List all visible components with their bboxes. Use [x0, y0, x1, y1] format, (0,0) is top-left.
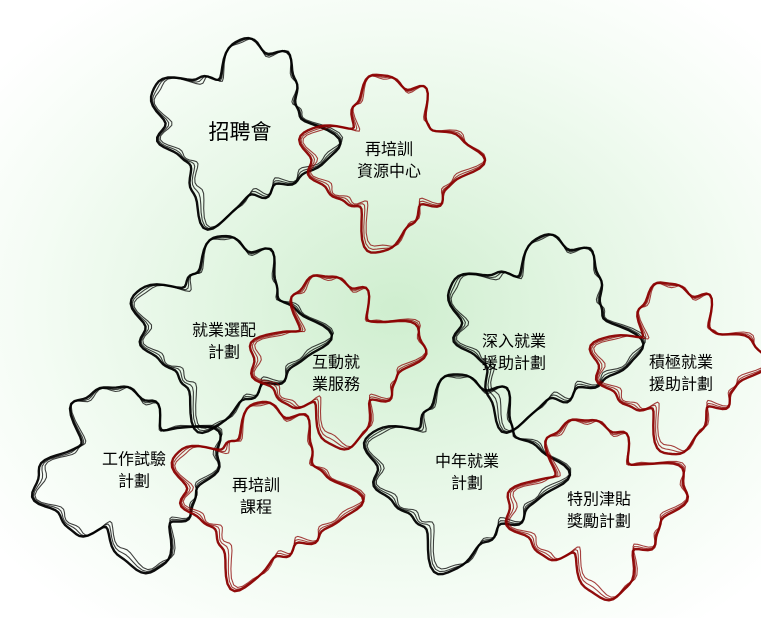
piece-outline-stroke — [248, 274, 428, 451]
piece-outline-stroke — [591, 282, 761, 453]
piece-outline-stroke — [300, 75, 486, 250]
piece-outline-stroke — [30, 385, 222, 575]
puzzle-piece-zhaopinhui — [149, 36, 344, 231]
piece-outline-stroke — [366, 375, 572, 570]
piece-outline-stroke — [153, 38, 344, 228]
puzzle-piece-shenru-jiuye — [446, 233, 646, 434]
puzzle-piece-jiji-jiuye — [588, 281, 761, 456]
piece-outline-stroke — [449, 234, 645, 433]
piece-outline-stroke — [129, 234, 333, 435]
puzzle-piece-jiuye-xuanpei — [129, 234, 335, 435]
puzzle-piece-zaipeixun-kecheng — [170, 400, 366, 593]
piece-outline-stroke — [298, 73, 487, 254]
puzzle-piece-hudong-jiuye — [248, 274, 428, 451]
piece-outline-stroke — [133, 237, 335, 429]
piece-outline-stroke — [302, 75, 487, 247]
piece-outline-stroke — [508, 420, 688, 598]
piece-outline-stroke — [251, 275, 427, 449]
piece-outline-stroke — [450, 234, 646, 432]
piece-outline-stroke — [365, 375, 571, 573]
piece-outline-stroke — [593, 283, 761, 452]
puzzle-piece-zaipeixun-ziyuan — [298, 73, 487, 254]
piece-outline-stroke — [362, 373, 572, 576]
piece-outline-stroke — [131, 236, 334, 432]
piece-outline-stroke — [253, 275, 427, 448]
puzzle-piece-gongzuo-shiyan — [30, 385, 223, 575]
piece-outline-stroke — [34, 386, 223, 571]
puzzle-piece-tebie-jintie — [504, 418, 690, 602]
piece-outline-stroke — [174, 402, 366, 589]
piece-outline-stroke — [588, 281, 761, 456]
puzzle-piece-zhongnian-jiuye — [362, 373, 572, 576]
